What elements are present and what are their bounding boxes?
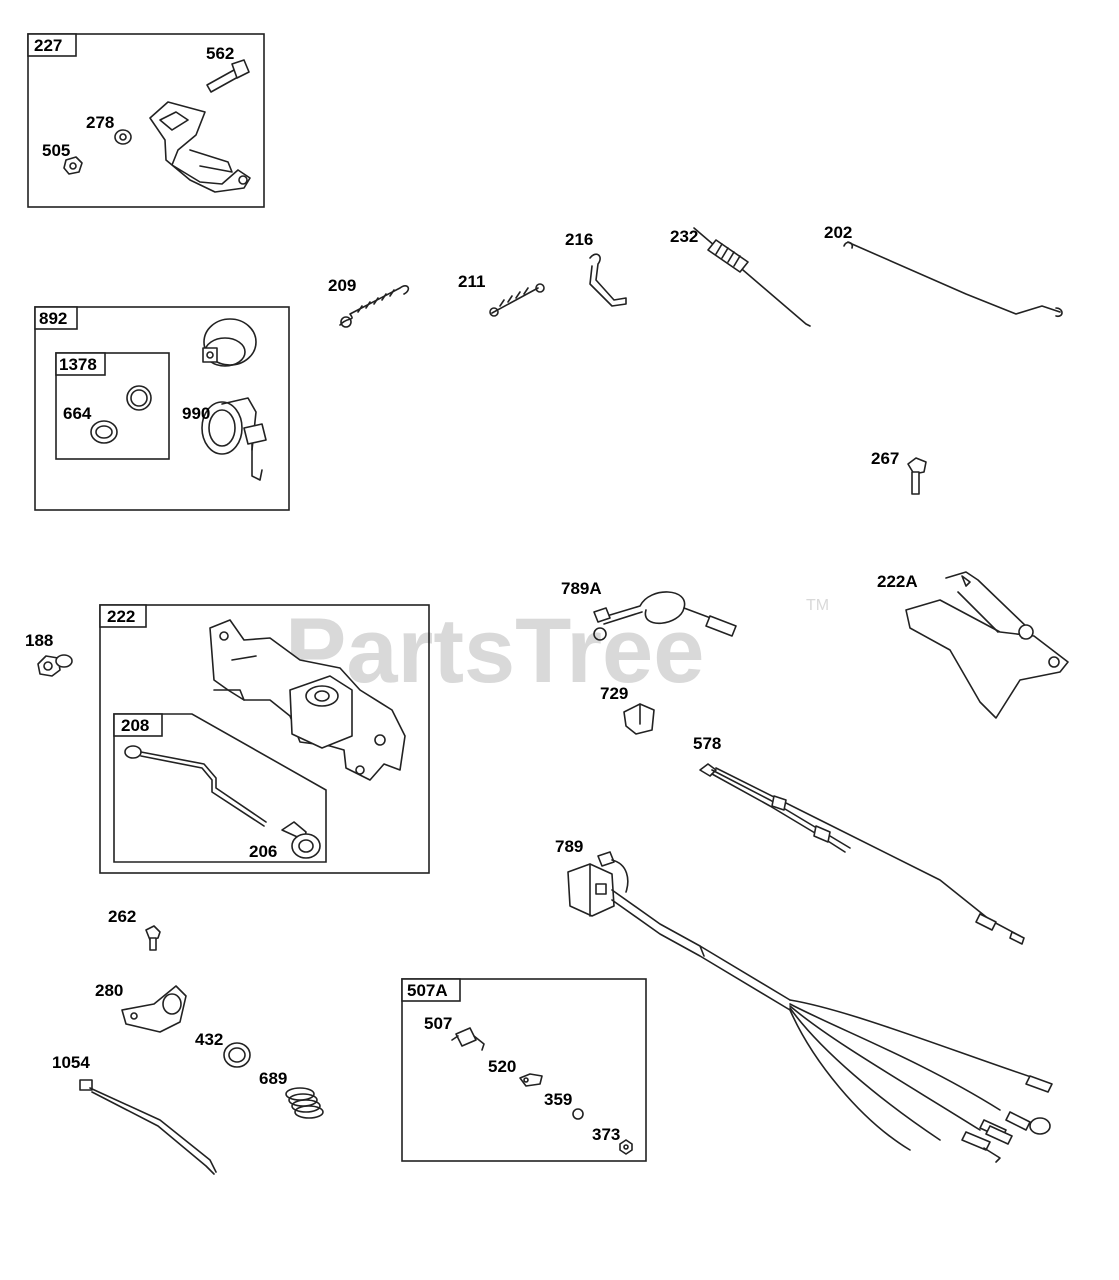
callout-206[interactable]: 206 xyxy=(249,842,277,861)
part-222A-control-lever[interactable] xyxy=(905,571,1069,719)
group-507A[interactable]: 507A xyxy=(401,978,647,1162)
group-label-208: 208 xyxy=(121,716,149,735)
callout-222A[interactable]: 222A xyxy=(877,572,918,591)
part-664-nut[interactable] xyxy=(90,420,118,444)
callout-664[interactable]: 664 xyxy=(63,404,92,423)
part-432-clamp[interactable] xyxy=(223,1042,251,1068)
group-227[interactable]: 227 xyxy=(27,33,265,208)
callout-209[interactable]: 209 xyxy=(328,276,356,295)
group-label-892: 892 xyxy=(39,309,67,328)
part-507-switch[interactable] xyxy=(451,1027,485,1051)
callout-520[interactable]: 520 xyxy=(488,1057,516,1076)
part-211-spring[interactable] xyxy=(489,283,545,317)
callout-729[interactable]: 729 xyxy=(600,684,628,703)
part-280-bracket[interactable] xyxy=(121,985,187,1033)
callout-278[interactable]: 278 xyxy=(86,113,114,132)
part-262-bolt[interactable] xyxy=(145,925,161,951)
group-label-222: 222 xyxy=(107,607,135,626)
part-789A-wire[interactable] xyxy=(593,591,737,641)
watermark-trademark: TM xyxy=(806,597,829,614)
callout-267[interactable]: 267 xyxy=(871,449,899,468)
part-267-bolt[interactable] xyxy=(907,457,927,495)
group-222[interactable]: 222 xyxy=(99,604,430,874)
callout-505[interactable]: 505 xyxy=(42,141,70,160)
part-202-rod[interactable] xyxy=(843,241,1063,318)
part-578-wire[interactable] xyxy=(699,763,1025,945)
callout-202[interactable]: 202 xyxy=(824,223,852,242)
callout-562[interactable]: 562 xyxy=(206,44,234,63)
part-729-plug[interactable] xyxy=(623,703,655,735)
callout-280[interactable]: 280 xyxy=(95,981,123,1000)
callout-188[interactable]: 188 xyxy=(25,631,53,650)
part-505-nut[interactable] xyxy=(63,156,83,175)
group-892[interactable]: 892 xyxy=(34,306,290,511)
part-689-spring[interactable] xyxy=(285,1087,324,1119)
callout-216[interactable]: 216 xyxy=(565,230,593,249)
group-208[interactable]: 208 xyxy=(113,713,327,863)
callout-507[interactable]: 507 xyxy=(424,1014,452,1033)
part-206-knob[interactable] xyxy=(281,821,321,859)
callout-262[interactable]: 262 xyxy=(108,907,136,926)
part-373-nut[interactable] xyxy=(619,1139,633,1155)
part-990-key-and-bezel[interactable] xyxy=(201,397,267,481)
callout-1054[interactable]: 1054 xyxy=(52,1053,90,1072)
callout-789A[interactable]: 789A xyxy=(561,579,602,598)
callout-578[interactable]: 578 xyxy=(693,734,721,753)
part-209-spring[interactable] xyxy=(339,285,410,328)
part-359-washer[interactable] xyxy=(572,1108,584,1120)
part-520-clip[interactable] xyxy=(519,1073,543,1087)
group-label-227: 227 xyxy=(34,36,62,55)
part-216-rod[interactable] xyxy=(589,253,627,307)
part-789-wiring-harness[interactable] xyxy=(567,851,1053,1163)
callout-211[interactable]: 211 xyxy=(458,272,485,291)
part-188-nut[interactable] xyxy=(37,654,73,677)
throttle-bracket-drawing xyxy=(149,101,251,193)
callout-432[interactable]: 432 xyxy=(195,1030,223,1049)
group-1378[interactable]: 1378 xyxy=(55,352,170,460)
ignition-switch-drawing xyxy=(202,318,257,367)
callout-990[interactable]: 990 xyxy=(182,404,210,423)
part-232-spring-rod[interactable] xyxy=(693,227,811,327)
group-label-507A: 507A xyxy=(407,981,448,1000)
part-208-rod[interactable] xyxy=(124,745,267,827)
callout-232[interactable]: 232 xyxy=(670,227,698,246)
callout-373[interactable]: 373 xyxy=(592,1125,620,1144)
group-label-1378: 1378 xyxy=(59,355,97,374)
callout-359[interactable]: 359 xyxy=(544,1090,572,1109)
part-562-pin[interactable] xyxy=(206,59,250,93)
part-1054-cable-tie[interactable] xyxy=(79,1079,217,1175)
callout-689[interactable]: 689 xyxy=(259,1069,287,1088)
governor-bracket-drawing xyxy=(209,619,406,781)
callout-789[interactable]: 789 xyxy=(555,837,583,856)
retaining-ring[interactable] xyxy=(126,385,152,411)
part-278-washer[interactable] xyxy=(114,129,132,145)
